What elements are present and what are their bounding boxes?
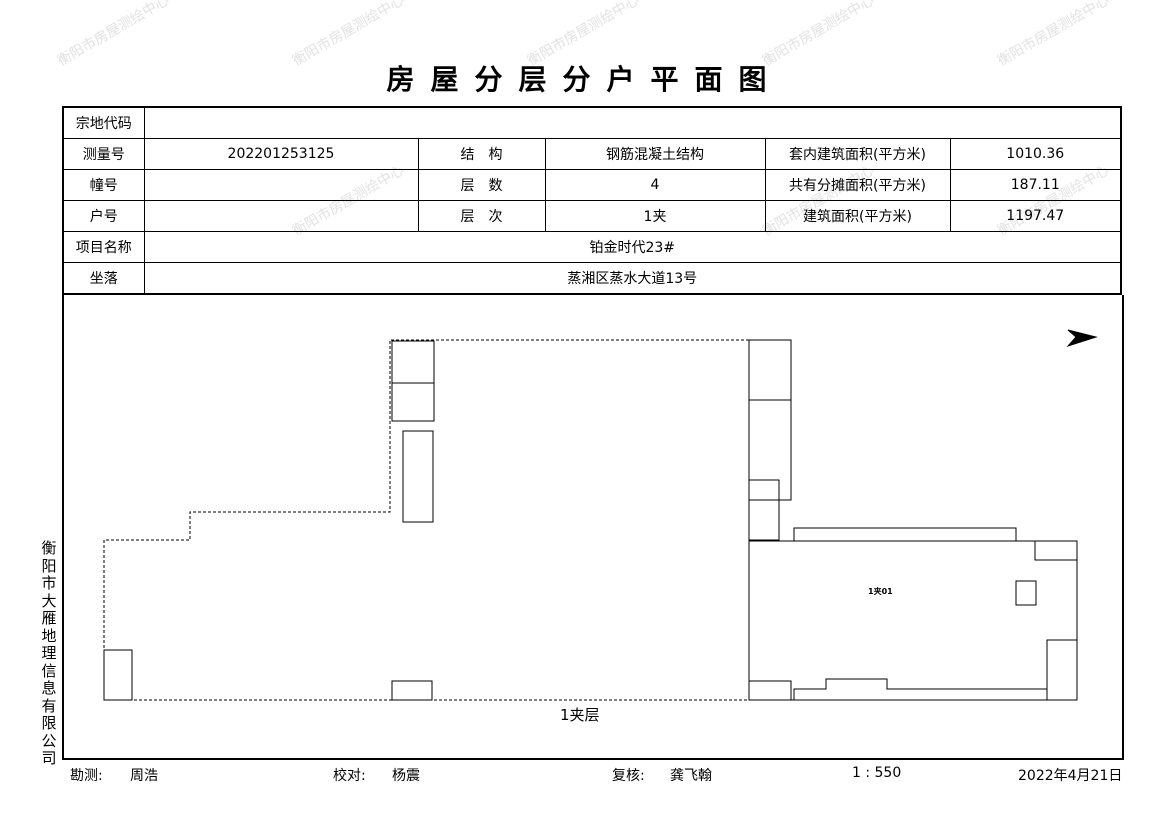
location-value: 蒸湘区蒸水大道13号 xyxy=(143,262,1122,295)
room xyxy=(748,479,780,541)
room xyxy=(1046,639,1078,701)
survey-label: 测量号 xyxy=(62,138,145,170)
room xyxy=(1034,540,1078,561)
unit-label: 1夹01 xyxy=(868,586,893,596)
room xyxy=(103,649,133,701)
floor-label: 1夹层 xyxy=(560,706,600,724)
checker: 杨震 xyxy=(392,768,420,784)
north-arrow xyxy=(1066,329,1098,348)
date: 2022年4月21日 xyxy=(1018,768,1123,784)
room xyxy=(748,339,792,401)
room xyxy=(391,382,435,422)
location-label: 坐落 xyxy=(62,262,145,295)
building-value xyxy=(143,169,419,201)
project-value: 铂金时代23# xyxy=(143,231,1122,263)
room xyxy=(391,340,435,422)
company-name: 衡阳市大雁地理信息有限公司 xyxy=(41,539,57,767)
floors-value: 4 xyxy=(544,169,766,201)
project-label: 项目名称 xyxy=(62,231,145,263)
wall xyxy=(793,678,1047,700)
level-value: 1夹 xyxy=(544,200,766,232)
room xyxy=(391,680,433,701)
total-area-label: 建筑面积(平方米) xyxy=(764,200,951,232)
total-area-value: 1197.47 xyxy=(949,200,1122,232)
room xyxy=(748,399,792,501)
reviewer-label: 复核: xyxy=(612,768,645,784)
building-label: 幢号 xyxy=(62,169,145,201)
shared-area-value: 187.11 xyxy=(949,169,1122,201)
unit-outline xyxy=(748,540,1078,701)
drawing-frame xyxy=(62,295,1124,760)
dashed-outline xyxy=(103,339,749,701)
surveyor-label: 勘测: xyxy=(70,768,103,784)
inner-area-label: 套内建筑面积(平方米) xyxy=(764,138,951,170)
room xyxy=(1015,580,1037,606)
room xyxy=(402,430,434,523)
inner-area-value: 1010.36 xyxy=(949,138,1122,170)
surveyor: 周浩 xyxy=(130,768,158,784)
scale: 1 : 550 xyxy=(852,765,902,781)
structure-label: 结 构 xyxy=(417,138,546,170)
checker-label: 校对: xyxy=(333,768,366,784)
reviewer: 龚飞翰 xyxy=(670,768,712,784)
room xyxy=(748,680,792,701)
page-title: 房屋分层分户平面图 xyxy=(386,63,783,96)
room xyxy=(793,527,1017,542)
